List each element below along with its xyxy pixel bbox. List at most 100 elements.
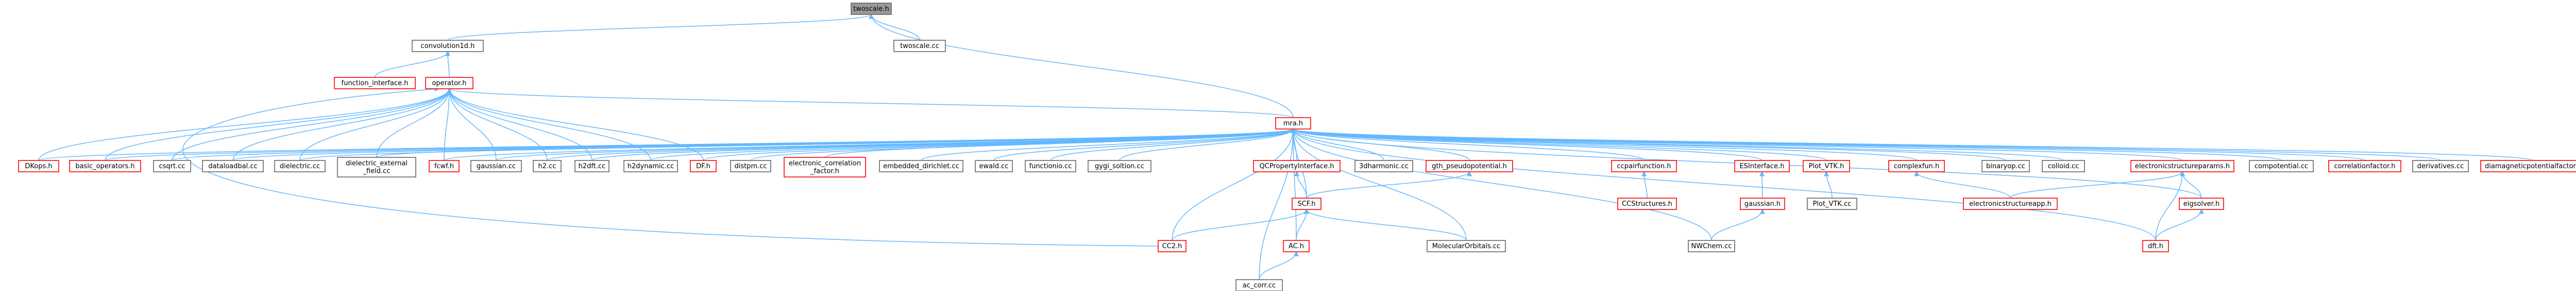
node-h2dft-cc[interactable]: h2dft.cc bbox=[574, 160, 609, 172]
node-distpm-cc[interactable]: distpm.cc bbox=[730, 160, 771, 172]
node-gaussian-cc[interactable]: gaussian.cc bbox=[470, 160, 522, 172]
node-complexfun-h[interactable]: complexfun.h bbox=[1888, 160, 1945, 172]
node-box[interactable] bbox=[1354, 160, 1413, 172]
node-convolution1d-h[interactable]: convolution1d.h bbox=[412, 40, 484, 52]
node-esinterface-h[interactable]: ESInterface.h bbox=[1734, 160, 1790, 172]
node-operator-h[interactable]: operator.h bbox=[425, 77, 473, 89]
node-box[interactable] bbox=[337, 157, 416, 177]
node-box[interactable] bbox=[412, 40, 484, 52]
node-box[interactable] bbox=[1803, 160, 1850, 172]
node-scf-h[interactable]: SCF.h bbox=[1292, 198, 1321, 210]
node-box[interactable] bbox=[153, 160, 191, 172]
node-box[interactable] bbox=[1426, 160, 1513, 172]
node-box[interactable] bbox=[730, 160, 771, 172]
node-box[interactable] bbox=[1292, 198, 1321, 210]
node-box[interactable] bbox=[533, 160, 562, 172]
node-functionio-cc[interactable]: functionio.cc bbox=[1025, 160, 1076, 172]
node-h2-cc[interactable]: h2.cc bbox=[533, 160, 562, 172]
node-box[interactable] bbox=[2328, 160, 2401, 172]
node-box[interactable] bbox=[975, 160, 1013, 172]
node-box[interactable] bbox=[1617, 198, 1677, 210]
node-box[interactable] bbox=[2130, 160, 2234, 172]
node-dielectric-external-field-cc[interactable]: dielectric_external_field.cc bbox=[337, 157, 416, 177]
node-function-interface-h[interactable]: function_interface.h bbox=[334, 77, 416, 89]
node-box[interactable] bbox=[2249, 160, 2314, 172]
node-box[interactable] bbox=[1088, 160, 1151, 172]
node-plot-vtk-h[interactable]: Plot_VTK.h bbox=[1803, 160, 1850, 172]
node-box[interactable] bbox=[2042, 160, 2085, 172]
node-nwchem-cc[interactable]: NWChem.cc bbox=[1688, 240, 1735, 252]
node-plot-vtk-cc[interactable]: Plot_VTK.cc bbox=[1807, 198, 1857, 210]
node-electronicstructureapp-h[interactable]: electronicstructureapp.h bbox=[1963, 198, 2058, 210]
node-h2dynamic-cc[interactable]: h2dynamic.cc bbox=[623, 160, 678, 172]
node-box[interactable] bbox=[334, 77, 416, 89]
node-box[interactable] bbox=[1611, 160, 1677, 172]
node-box[interactable] bbox=[1963, 198, 2058, 210]
node-box[interactable] bbox=[1275, 117, 1311, 130]
node-box[interactable] bbox=[784, 157, 866, 177]
node-box[interactable] bbox=[2179, 198, 2224, 210]
node-box[interactable] bbox=[202, 160, 264, 172]
node-dataloadbal-cc[interactable]: dataloadbal.cc bbox=[202, 160, 264, 172]
node-basic-operators-h[interactable]: basic_operators.h bbox=[69, 160, 141, 172]
node-ccstructures-h[interactable]: CCStructures.h bbox=[1617, 198, 1677, 210]
node-ac-h[interactable]: AC.h bbox=[1283, 240, 1310, 252]
node-box[interactable] bbox=[18, 160, 59, 172]
node-box[interactable] bbox=[1235, 279, 1283, 291]
node-gth-pseudopotential-h[interactable]: gth_pseudopotential.h bbox=[1426, 160, 1513, 172]
node-box[interactable] bbox=[2142, 240, 2169, 252]
node-binaryop-cc[interactable]: binaryop.cc bbox=[1981, 160, 2030, 172]
node-box[interactable] bbox=[623, 160, 678, 172]
node-box[interactable] bbox=[2480, 160, 2576, 172]
node-box[interactable] bbox=[1734, 160, 1790, 172]
node-csqrt-cc[interactable]: csqrt.cc bbox=[153, 160, 191, 172]
node-gygi-soltion-cc[interactable]: gygi_soltion.cc bbox=[1088, 160, 1151, 172]
node-dkops-h[interactable]: DKops.h bbox=[18, 160, 59, 172]
node-box[interactable] bbox=[879, 160, 963, 172]
node-electronic-correlation-factor-h[interactable]: electronic_correlation_factor.h bbox=[784, 157, 866, 177]
node-mra-h[interactable]: mra.h bbox=[1275, 117, 1311, 130]
node-box[interactable] bbox=[274, 160, 326, 172]
node-box[interactable] bbox=[1888, 160, 1945, 172]
node-box[interactable] bbox=[470, 160, 522, 172]
node-qcpropertyinterface-h[interactable]: QCPropertyInterface.h bbox=[1253, 160, 1341, 172]
node-box[interactable] bbox=[1253, 160, 1341, 172]
node-box[interactable] bbox=[851, 3, 892, 15]
node-compotential-cc[interactable]: compotential.cc bbox=[2249, 160, 2314, 172]
node-box[interactable] bbox=[425, 77, 473, 89]
node-box[interactable] bbox=[1283, 240, 1310, 252]
node-fcwf-h[interactable]: fcwf.h bbox=[429, 160, 460, 172]
node-box[interactable] bbox=[429, 160, 460, 172]
node-box[interactable] bbox=[893, 40, 946, 52]
node-gaussian-h[interactable]: gaussian.h bbox=[1740, 198, 1785, 210]
node-derivatives-cc[interactable]: derivatives.cc bbox=[2412, 160, 2469, 172]
node-cc2-h[interactable]: CC2.h bbox=[1158, 240, 1187, 252]
node-colloid-cc[interactable]: colloid.cc bbox=[2042, 160, 2085, 172]
node-eigsolver-h[interactable]: eigsolver.h bbox=[2179, 198, 2224, 210]
node-dielectric-cc[interactable]: dielectric.cc bbox=[274, 160, 326, 172]
node-twoscale-cc[interactable]: twoscale.cc bbox=[893, 40, 946, 52]
node-electronicstructureparams-h[interactable]: electronicstructureparams.h bbox=[2130, 160, 2234, 172]
node-box[interactable] bbox=[2412, 160, 2469, 172]
node-box[interactable] bbox=[69, 160, 141, 172]
node-box[interactable] bbox=[574, 160, 609, 172]
node-dft-h[interactable]: dft.h bbox=[2142, 240, 2169, 252]
node-box[interactable] bbox=[1158, 240, 1187, 252]
node-ewald-cc[interactable]: ewald.cc bbox=[975, 160, 1013, 172]
node-box[interactable] bbox=[1740, 198, 1785, 210]
node-box[interactable] bbox=[1981, 160, 2030, 172]
node-df-h[interactable]: DF.h bbox=[690, 160, 717, 172]
node-twoscale-h[interactable]: twoscale.h bbox=[851, 3, 892, 15]
node-embedded-dirichlet-cc[interactable]: embedded_dirichlet.cc bbox=[879, 160, 963, 172]
node-correlationfactor-h[interactable]: correlationfactor.h bbox=[2328, 160, 2401, 172]
node-molecularorbitals-cc[interactable]: MolecularOrbitals.cc bbox=[1427, 240, 1506, 252]
node-box[interactable] bbox=[1807, 198, 1857, 210]
node-box[interactable] bbox=[1688, 240, 1735, 252]
node-box[interactable] bbox=[1025, 160, 1076, 172]
node-hdharmonic-cc[interactable]: 3dharmonic.cc bbox=[1354, 160, 1413, 172]
node-ccpairfunction-h[interactable]: ccpairfunction.h bbox=[1611, 160, 1677, 172]
node-box[interactable] bbox=[1427, 240, 1506, 252]
node-diamagneticpotentialfactor-h[interactable]: diamagneticpotentialfactor.h bbox=[2480, 160, 2576, 172]
node-ac-corr-cc[interactable]: ac_corr.cc bbox=[1235, 279, 1283, 291]
node-box[interactable] bbox=[690, 160, 717, 172]
